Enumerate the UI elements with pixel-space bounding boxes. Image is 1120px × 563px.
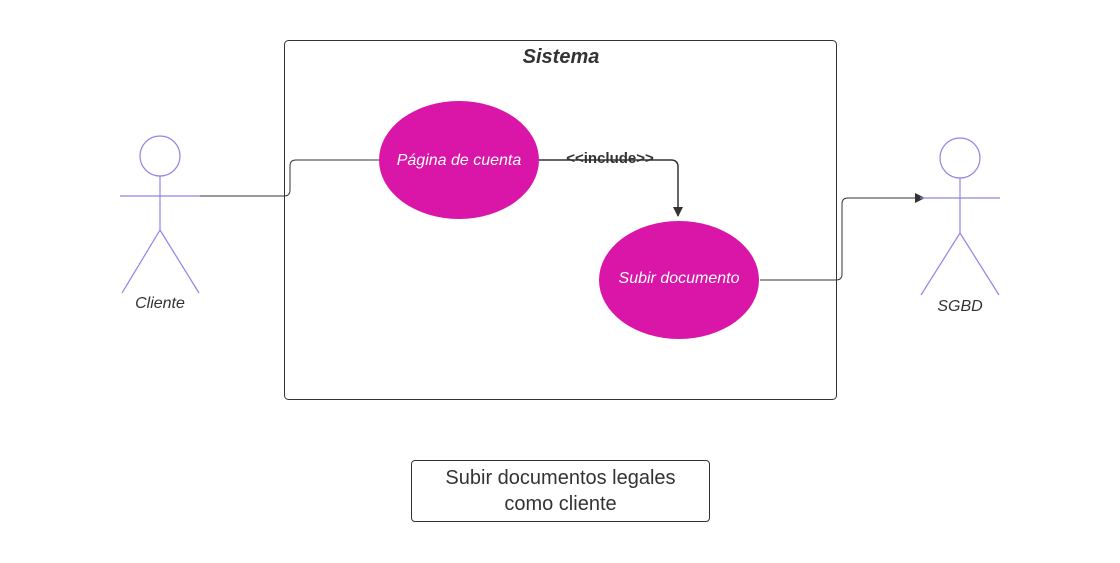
include-pagina-subir xyxy=(539,159,683,217)
diagram-caption: Subir documentos legales como cliente xyxy=(411,460,710,522)
include-label: <<include>> xyxy=(566,150,654,167)
use-case-subir-documento[interactable]: Subir documento xyxy=(599,221,759,339)
use-case-pagina-de-cuenta[interactable]: Página de cuenta xyxy=(379,101,539,219)
caption-line-1: Subir documentos legales xyxy=(445,467,676,489)
association-subir-sgbd xyxy=(760,193,925,281)
actor-label-cliente: Cliente xyxy=(135,295,185,312)
actor-cliente[interactable] xyxy=(120,135,200,294)
use-case-label: Página de cuenta xyxy=(397,152,522,169)
association-cliente-pagina xyxy=(200,159,380,197)
actor-sgbd[interactable] xyxy=(920,137,1000,296)
actor-label-sgbd: SGBD xyxy=(937,298,983,315)
caption-line-2: como cliente xyxy=(504,493,617,515)
system-title: Sistema xyxy=(523,46,600,68)
system-boundary xyxy=(284,40,837,400)
use-case-label: Subir documento xyxy=(619,270,740,287)
